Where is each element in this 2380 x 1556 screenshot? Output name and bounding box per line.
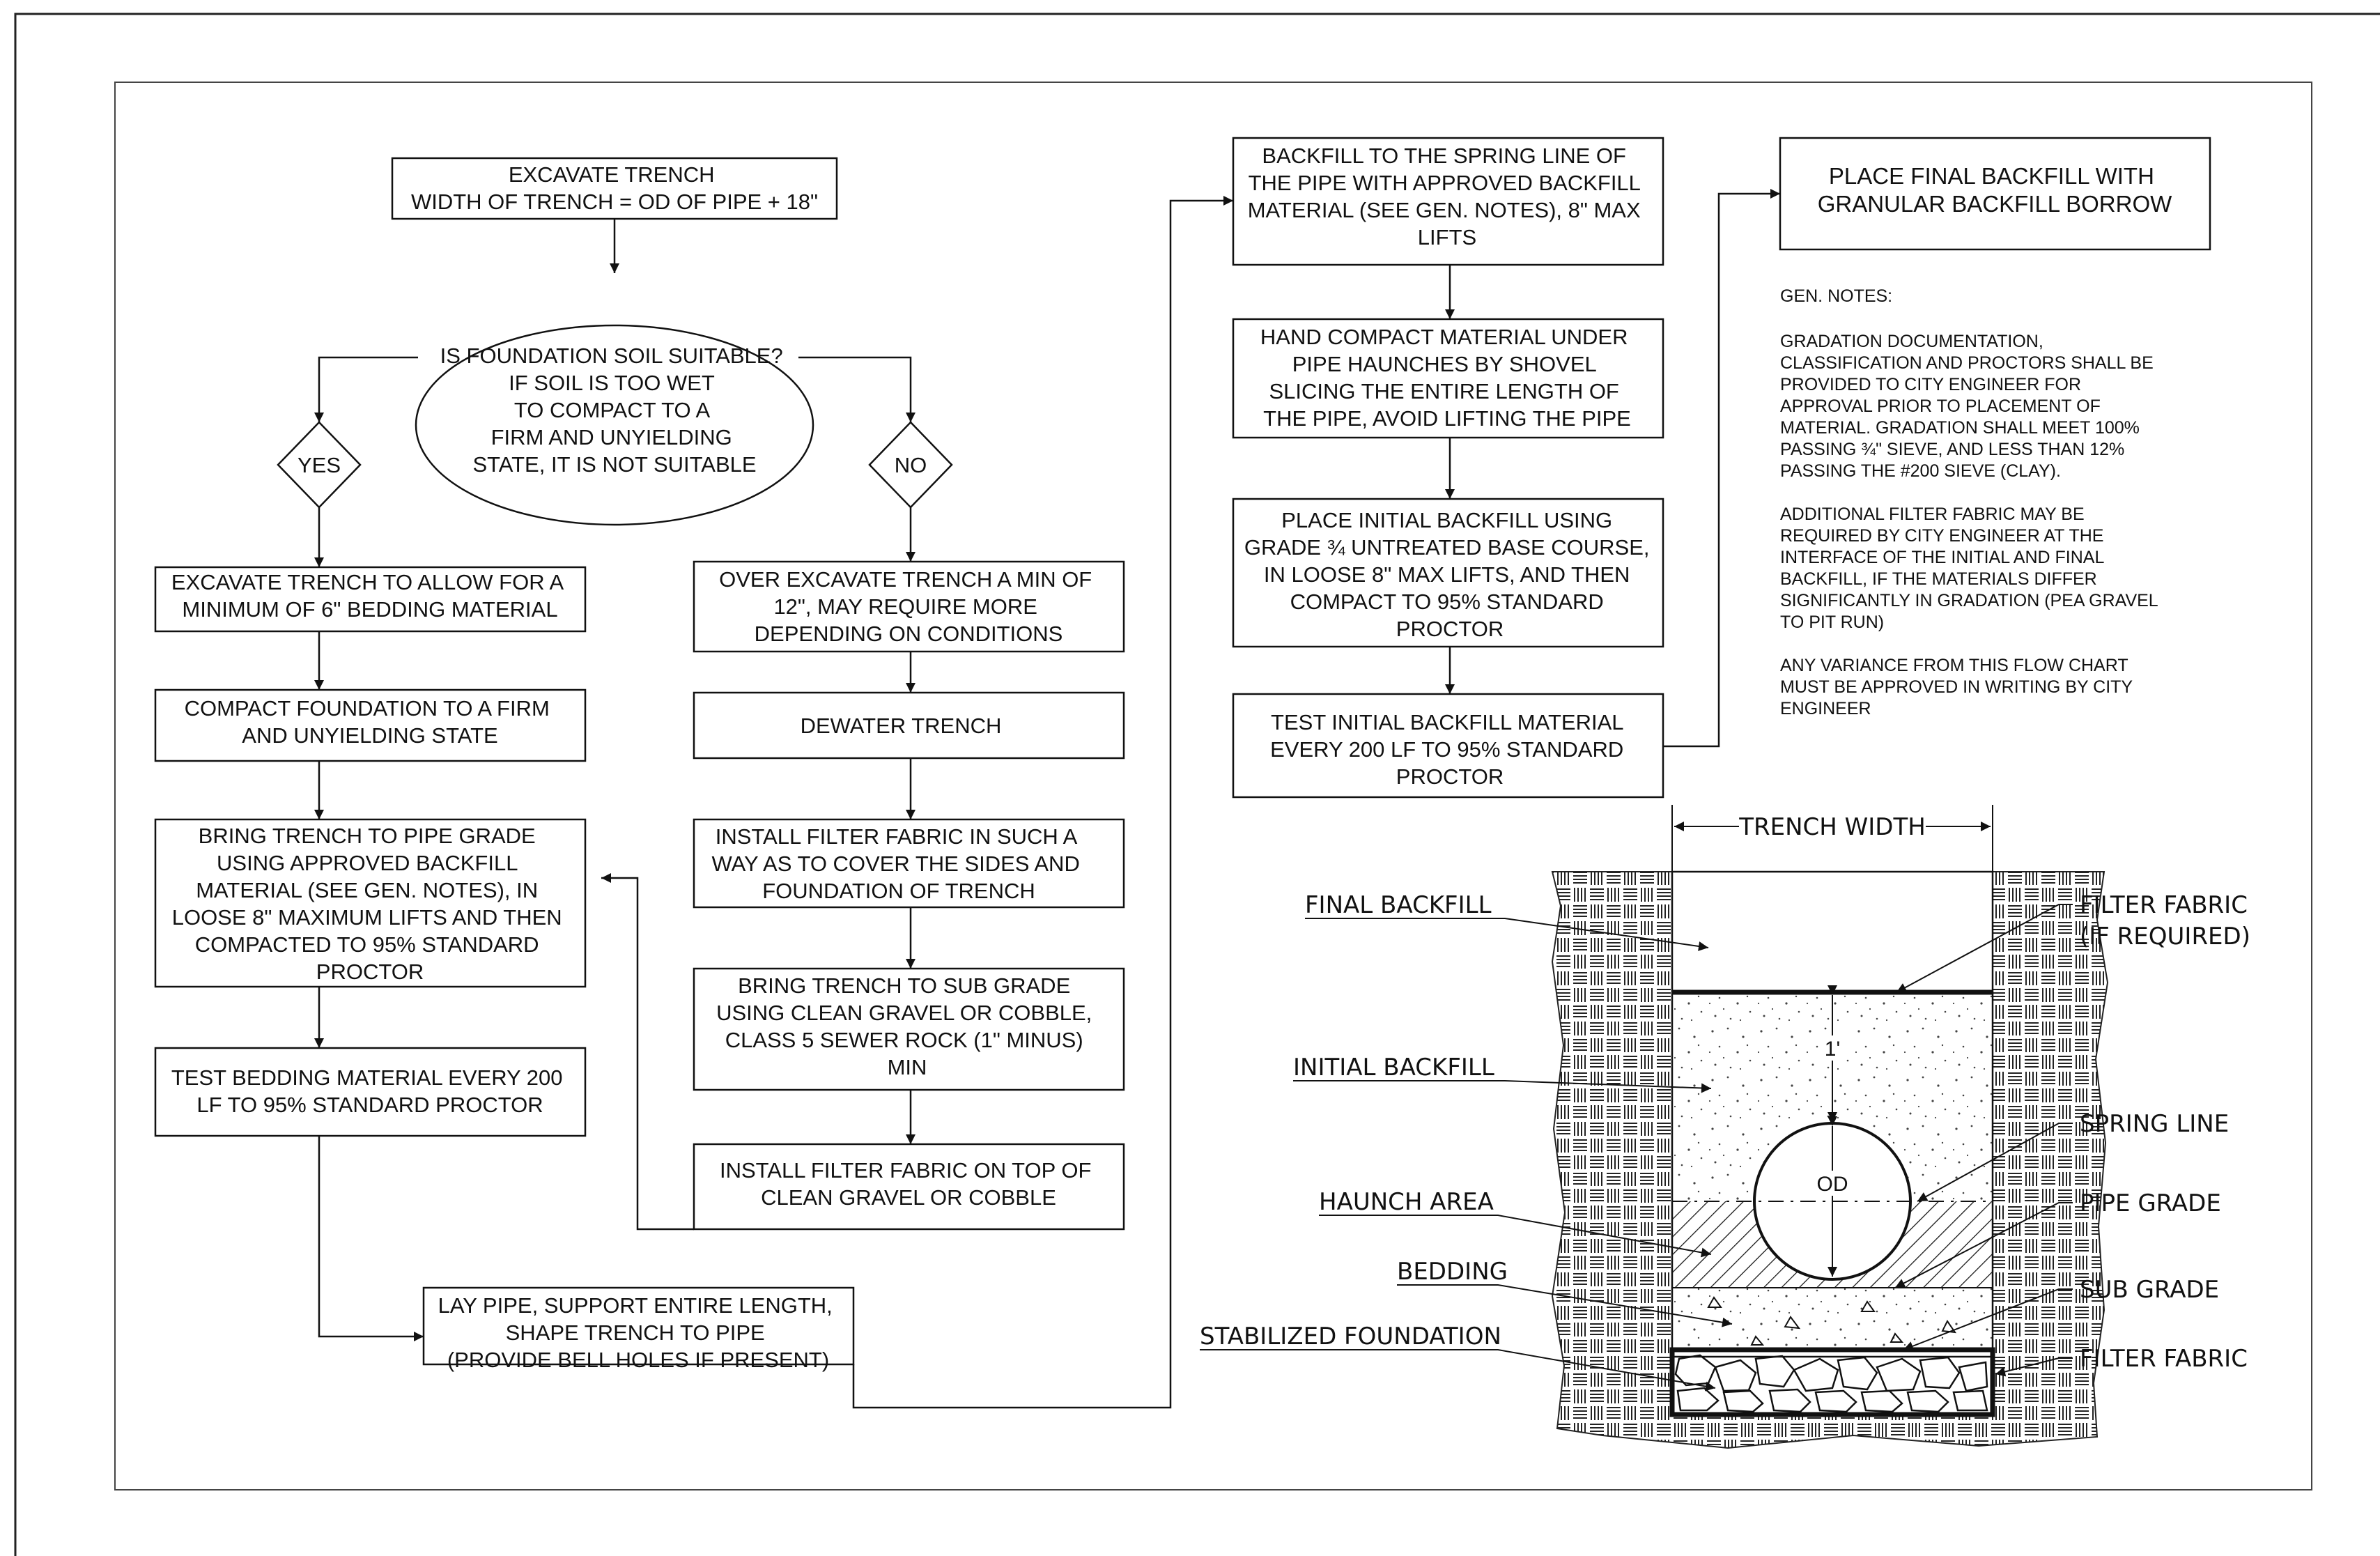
test-initial-backfill-step: TEST INITIAL BACKFILL MATERIAL EVERY 200… xyxy=(1270,710,1630,789)
haunch-area-label: HAUNCH AREA xyxy=(1319,1188,1494,1216)
dewater-step: DEWATER TRENCH xyxy=(801,714,1002,738)
over-excavate-step: OVER EXCAVATE TRENCH A MIN OF 12", MAY R… xyxy=(719,567,1098,646)
yes-branch-label: YES xyxy=(298,453,341,477)
one-foot-label: 1' xyxy=(1825,1038,1840,1061)
flowchart-shapes xyxy=(154,137,2211,1366)
place-initial-backfill-step: PLACE INITIAL BACKFILL USING GRADE ¾ UNT… xyxy=(1244,508,1655,641)
trench-width-label: TRENCH WIDTH xyxy=(1738,813,1926,841)
final-backfill-zone xyxy=(1672,872,1993,992)
sub-grade-label: SUB GRADE xyxy=(2080,1276,2219,1304)
native-soil xyxy=(1551,871,2109,1449)
trench-cross-section: OD 1' TRENCH WIDTH FINAL BACKFILL INITIA… xyxy=(1200,805,2255,1449)
bring-to-sub-grade-step: BRING TRENCH TO SUB GRADE USING CLEAN GR… xyxy=(716,973,1098,1079)
od-label: OD xyxy=(1817,1173,1848,1196)
flow-connectors xyxy=(314,189,1780,1409)
bedding-label: BEDDING xyxy=(1397,1258,1508,1286)
no-branch-label: NO xyxy=(895,453,927,477)
compact-foundation-step: COMPACT FOUNDATION TO A FIRM AND UNYIELD… xyxy=(185,696,556,748)
excavate-trench-step: EXCAVATE TRENCH WIDTH OF TRENCH = OD OF … xyxy=(411,162,818,214)
outer-sheet-border xyxy=(14,13,2380,1556)
stabilized-foundation-label: STABILIZED FOUNDATION xyxy=(1200,1323,1501,1350)
pipe-grade-label: PIPE GRADE xyxy=(2080,1189,2221,1217)
gen-notes-body: GRADATION DOCUMENTATION, CLASSIFICATION … xyxy=(1780,332,2163,718)
gen-notes-title: GEN. NOTES: xyxy=(1780,286,1892,306)
initial-backfill-label: INITIAL BACKFILL xyxy=(1293,1054,1494,1081)
place-final-backfill-step: PLACE FINAL BACKFILL WITH GRANULAR BACKF… xyxy=(1818,163,2172,217)
general-notes: GEN. NOTES: GRADATION DOCUMENTATION, CLA… xyxy=(1780,286,2163,718)
install-fabric-top-step: INSTALL FILTER FABRIC ON TOP OF CLEAN GR… xyxy=(720,1158,1097,1210)
trench-walls xyxy=(1671,870,1994,1358)
spring-line-label: SPRING LINE xyxy=(2080,1110,2229,1138)
excavate-bedding-step: EXCAVATE TRENCH TO ALLOW FOR A MINIMUM O… xyxy=(171,570,569,622)
bedding-aggregate-symbols xyxy=(1707,1296,1957,1346)
test-bedding-step: TEST BEDDING MATERIAL EVERY 200 LF TO 95… xyxy=(171,1065,569,1117)
final-backfill-label: FINAL BACKFILL xyxy=(1305,891,1492,919)
inner-sheet-border xyxy=(114,82,2312,1490)
install-fabric-sides-step: INSTALL FILTER FABRIC IN SUCH A WAY AS T… xyxy=(712,824,1086,903)
filter-fabric-wrap xyxy=(1669,1347,1995,1417)
hand-compact-step: HAND COMPACT MATERIAL UNDER PIPE HAUNCHE… xyxy=(1260,325,1634,431)
backfill-spring-line-step: BACKFILL TO THE SPRING LINE OF THE PIPE … xyxy=(1248,144,1647,249)
filter-fabric-label: FILTER FABRIC xyxy=(2080,1345,2248,1373)
bedding-zone xyxy=(1672,1288,1993,1350)
soil-suitable-decision: IS FOUNDATION SOIL SUITABLE? IF SOIL IS … xyxy=(440,344,789,477)
filter-fabric-if-required-label: FILTER FABRIC (IF REQUIRED) xyxy=(2080,891,2255,950)
lay-pipe-step: LAY PIPE, SUPPORT ENTIRE LENGTH, SHAPE T… xyxy=(438,1293,839,1372)
bring-to-pipe-grade-step: BRING TRENCH TO PIPE GRADE USING APPROVE… xyxy=(172,824,569,984)
cobble-symbols xyxy=(1674,1354,1988,1413)
